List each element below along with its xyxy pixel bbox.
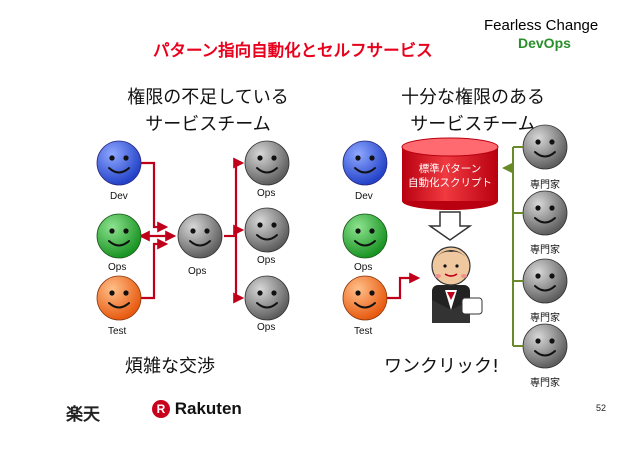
expert-face-icon-1: [522, 124, 568, 170]
left-right-ops-face-icon-1: [244, 140, 290, 186]
brand-devops: DevOps: [518, 35, 571, 51]
left-test-face-icon: [96, 275, 142, 321]
right-heading-line2: サービスチーム: [410, 114, 536, 135]
left-heading-line1: 権限の不足している: [127, 87, 289, 108]
left-heading: 権限の不足している サービスチーム: [93, 84, 323, 138]
right-ops-label: Ops: [354, 262, 373, 273]
expert-face-icon-4: [522, 323, 568, 369]
left-center-ops-face-icon: [177, 213, 223, 259]
jenkins-butler-icon: [431, 246, 483, 323]
script-cylinder-icon: [401, 137, 499, 210]
rakuten-english-text: Rakuten: [174, 399, 242, 418]
left-caption: 煩雑な交渉: [125, 356, 215, 377]
left-ops-face-icon: [96, 213, 142, 259]
down-arrow-icon: [427, 211, 473, 241]
rakuten-english-logo: R Rakuten: [152, 399, 242, 419]
right-heading-line1: 十分な権限のある: [401, 87, 545, 108]
left-right-ops-face-icon-2: [244, 207, 290, 253]
expert-label-2: 専門家: [530, 245, 560, 256]
left-ops-label: Ops: [108, 262, 127, 273]
left-right-ops-label-2: Ops: [257, 255, 276, 266]
right-test-label: Test: [354, 326, 373, 337]
left-center-ops-label: Ops: [188, 266, 207, 277]
script-label-line1: 標準パターン: [418, 163, 482, 175]
expert-face-icon-2: [522, 190, 568, 236]
right-test-face-icon: [342, 275, 388, 321]
left-heading-line2: サービスチーム: [145, 114, 271, 135]
left-right-ops-label-3: Ops: [257, 322, 276, 333]
left-dev-face-icon: [96, 140, 142, 186]
expert-connectors: [502, 146, 523, 347]
script-label: 標準パターン 自動化スクリプト: [405, 162, 495, 190]
expert-label-4: 専門家: [530, 378, 560, 389]
test-to-jenkins-arrow: [387, 272, 421, 300]
slide-title: パターン指向自動化とセルフサービス: [153, 41, 433, 60]
page-number: 52: [596, 403, 607, 413]
expert-label-3: 専門家: [530, 313, 560, 324]
right-caption: ワンクリック!: [384, 356, 500, 377]
rakuten-r-badge-icon: R: [152, 400, 170, 418]
expert-face-icon-3: [522, 258, 568, 304]
rakuten-japanese-logo: 楽天: [66, 400, 100, 425]
script-label-line2: 自動化スクリプト: [408, 177, 492, 189]
left-right-ops-label-1: Ops: [257, 188, 276, 199]
expert-label-1: 専門家: [530, 180, 560, 191]
left-test-label: Test: [108, 326, 127, 337]
right-heading: 十分な権限のある サービスチーム: [358, 84, 588, 138]
brand-fearless-change: Fearless Change: [484, 17, 599, 34]
right-dev-label: Dev: [355, 191, 373, 202]
left-connectors: [138, 157, 245, 304]
rakuten-japanese-text: 楽天: [66, 405, 100, 425]
left-right-ops-face-icon-3: [244, 275, 290, 321]
right-dev-face-icon: [342, 140, 388, 186]
right-ops-face-icon: [342, 213, 388, 259]
left-dev-label: Dev: [110, 191, 128, 202]
